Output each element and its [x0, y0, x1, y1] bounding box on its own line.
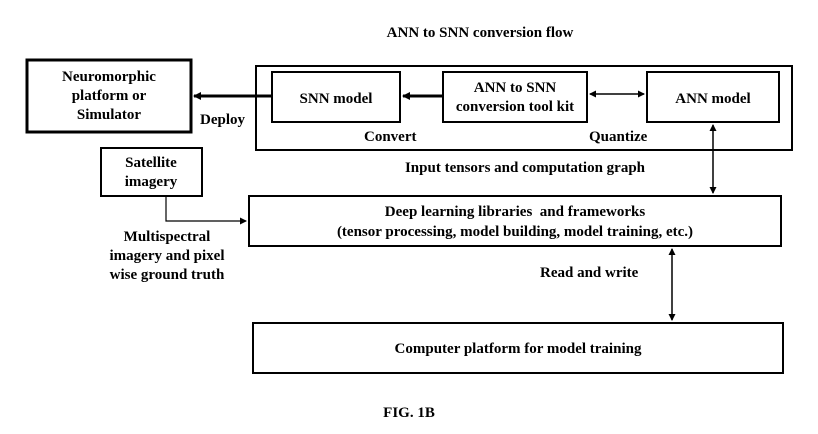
- toolkit-line-1: ANN to SNN: [474, 80, 557, 96]
- neuromorphic-line-3: Simulator: [77, 107, 142, 123]
- dl-line-1: Deep learning libraries and frameworks: [385, 204, 646, 220]
- deep-learning-libraries-box: Deep learning libraries and frameworks (…: [248, 195, 782, 247]
- multispectral-line-2: imagery and pixel: [110, 248, 225, 264]
- snn-model-label: SNN model: [300, 91, 373, 107]
- figure-label: FIG. 1B: [383, 405, 435, 421]
- computer-platform-label: Computer platform for model training: [395, 341, 642, 357]
- snn-model-box: SNN model: [271, 71, 401, 123]
- satellite-imagery-box: Satellite imagery: [100, 147, 203, 197]
- deploy-label: Deploy: [200, 112, 246, 128]
- convert-label: Convert: [364, 129, 417, 145]
- input-tensors-label: Input tensors and computation graph: [405, 160, 646, 176]
- multispectral-line-3: wise ground truth: [110, 267, 225, 283]
- multispectral-line-1: Multispectral: [124, 229, 211, 245]
- neuromorphic-platform-box: Neuromorphic platform or Simulator: [25, 58, 193, 134]
- dl-line-2: (tensor processing, model building, mode…: [337, 224, 693, 240]
- read-write-label: Read and write: [540, 265, 639, 281]
- neuromorphic-line-1: Neuromorphic: [62, 69, 156, 85]
- quantize-label: Quantize: [589, 129, 648, 145]
- diagram-title: ANN to SNN conversion flow: [387, 25, 574, 41]
- computer-platform-box: Computer platform for model training: [252, 322, 784, 374]
- satellite-input-arrow: [165, 196, 247, 225]
- toolkit-line-2: conversion tool kit: [456, 99, 574, 115]
- ann-model-label: ANN model: [675, 91, 750, 107]
- satellite-line-1: Satellite: [125, 155, 177, 171]
- conversion-toolkit-box: ANN to SNN conversion tool kit: [442, 71, 588, 123]
- neuromorphic-line-2: platform or: [72, 88, 147, 104]
- satellite-line-2: imagery: [125, 174, 178, 190]
- ann-model-box: ANN model: [646, 71, 780, 123]
